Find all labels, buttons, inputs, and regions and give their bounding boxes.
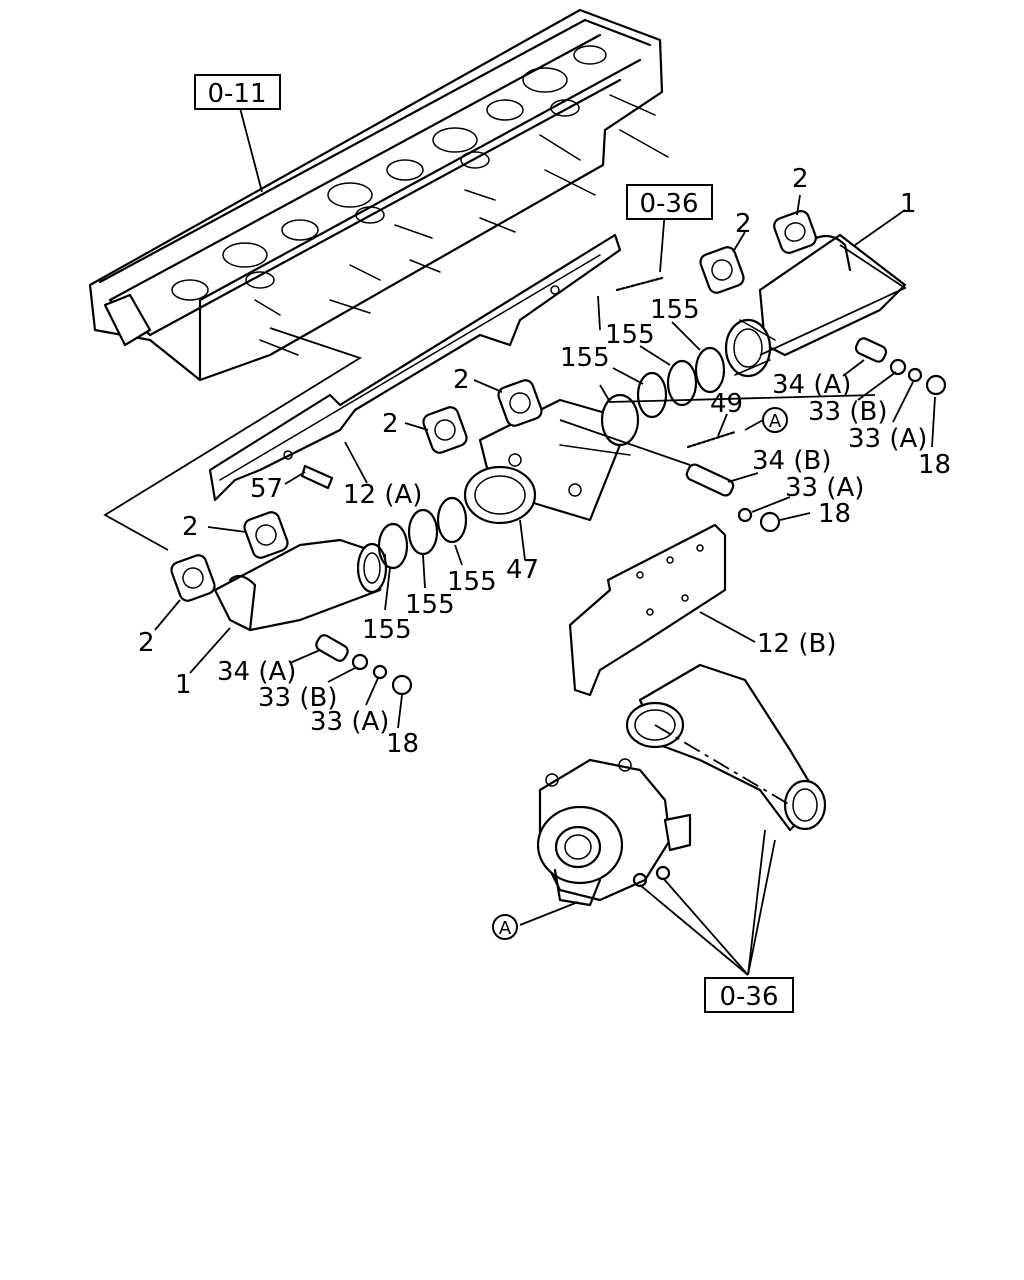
callout-18: 18 <box>386 729 419 759</box>
svg-text:0-36: 0-36 <box>719 982 778 1012</box>
cylinder-head <box>88 8 669 382</box>
center-pipe-47 <box>463 393 640 525</box>
callout-2: 2 <box>735 209 752 239</box>
ref-box-upper: 0-36 <box>626 184 713 220</box>
callout-1-lower: 1 <box>175 670 192 700</box>
callout-49: 49 <box>710 389 743 419</box>
callout-155: 155 <box>605 320 655 350</box>
callout-2: 2 <box>453 365 470 395</box>
callout-18: 18 <box>818 499 851 529</box>
callout-155: 155 <box>405 590 455 620</box>
gaskets <box>170 210 817 602</box>
callout-2: 2 <box>182 512 199 542</box>
callout-155: 155 <box>560 343 610 373</box>
callout-155: 155 <box>650 295 700 325</box>
leader-lines <box>154 194 936 976</box>
callout-34b: 34 (B) <box>752 446 831 476</box>
turbocharger <box>536 758 692 907</box>
callout-33a: 33 (A) <box>848 424 927 454</box>
callout-1-upper: 1 <box>900 189 917 219</box>
svg-text:0-11: 0-11 <box>207 79 266 109</box>
seal-rings <box>377 346 726 570</box>
callout-12a: 12 (A) <box>343 480 422 510</box>
callout-155: 155 <box>362 615 412 645</box>
callout-2: 2 <box>792 164 809 194</box>
ref-box-lower: 0-36 <box>704 977 794 1013</box>
callout-12b: 12 (B) <box>757 629 836 659</box>
svg-text:0-36: 0-36 <box>639 189 698 219</box>
callout-33b: 33 (B) <box>258 683 337 713</box>
circle-marker-lower: A <box>492 914 518 940</box>
callout-2: 2 <box>382 409 399 439</box>
heat-shield-12b <box>568 523 727 697</box>
callout-18: 18 <box>918 450 951 480</box>
callout-2: 2 <box>138 628 155 658</box>
exhaust-manifold-front <box>213 538 388 632</box>
callout-34a: 34 (A) <box>217 657 296 687</box>
ref-box-head: 0-11 <box>194 74 281 110</box>
turbo-outlet-pipe <box>625 663 827 832</box>
svg-text:A: A <box>499 918 512 939</box>
svg-text:A: A <box>769 411 782 432</box>
callout-33a: 33 (A) <box>785 473 864 503</box>
callout-labels: 1 1 2 2 2 2 2 2 12 (A) 12 (B) 18 18 18 3… <box>138 164 951 759</box>
callout-57: 57 <box>250 474 283 504</box>
callout-33b: 33 (B) <box>808 397 887 427</box>
callout-47: 47 <box>506 555 539 585</box>
callout-33a: 33 (A) <box>310 707 389 737</box>
fasteners <box>300 276 947 696</box>
assembly-lines <box>103 244 907 551</box>
callout-34a: 34 (A) <box>772 370 851 400</box>
callout-155: 155 <box>447 567 497 597</box>
circle-marker-upper: A <box>762 407 788 433</box>
heat-shield-12a <box>208 233 622 502</box>
